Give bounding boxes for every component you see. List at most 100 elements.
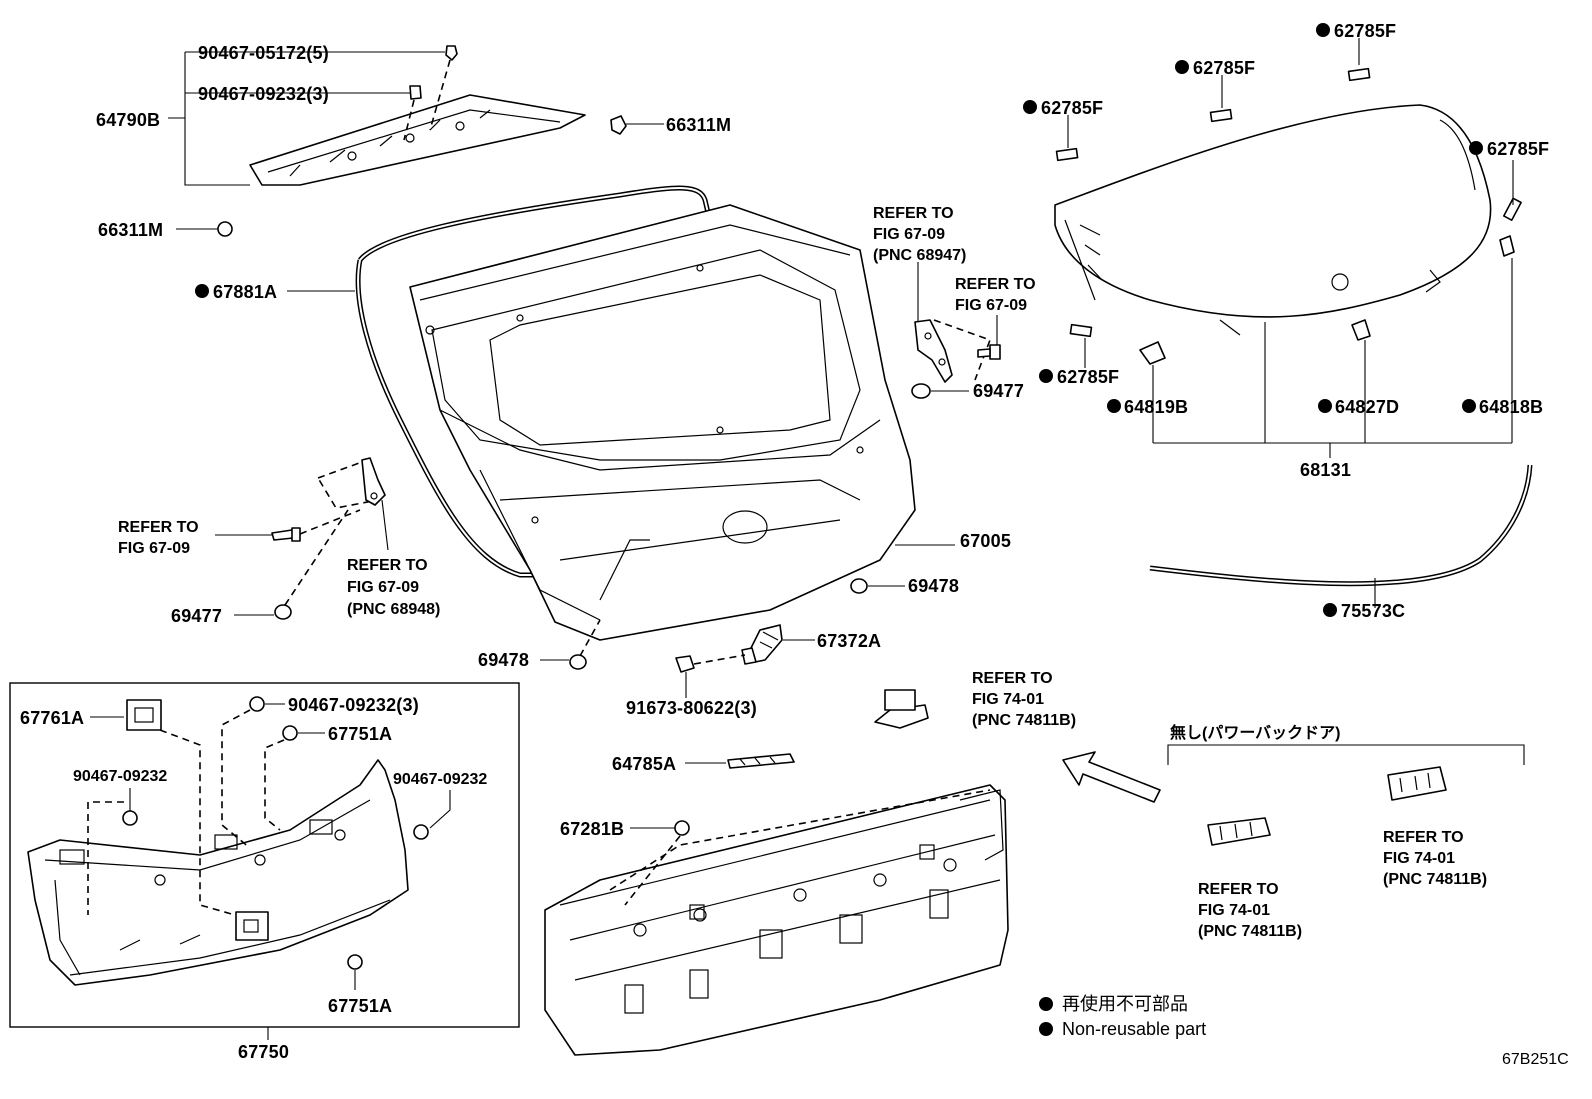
moulding-strip	[1149, 464, 1533, 587]
striker-icon	[727, 753, 795, 769]
refer-label: (PNC 68948)	[347, 601, 440, 618]
spacer-pad-icon	[1209, 108, 1233, 123]
part-label: 67751A	[328, 724, 392, 744]
clip-icon	[409, 85, 422, 100]
refer-label: (PNC 74811B)	[972, 712, 1076, 729]
bolt-icon	[977, 344, 1001, 360]
part-label: 62785F	[1057, 367, 1119, 387]
hinge-bracket	[914, 319, 953, 383]
bolt-icon	[271, 527, 301, 542]
clip-icon	[413, 824, 429, 840]
part-label: 67281B	[560, 819, 624, 839]
part-label: 67372A	[817, 631, 881, 651]
legend-en: Non-reusable part	[1062, 1019, 1206, 1039]
refer-label: REFER TO	[873, 205, 954, 222]
spacer-pad-icon	[1069, 323, 1093, 338]
refer-label: REFER TO	[118, 519, 199, 536]
glass-bracket-icon	[1139, 341, 1166, 365]
part-label: 68131	[1300, 460, 1351, 480]
part-label: 90467-09232	[73, 768, 167, 785]
bolt-icon	[675, 655, 695, 673]
part-label: 62785F	[1487, 139, 1549, 159]
note-label: 無し(パワーバックドア)	[1170, 723, 1341, 742]
refer-label: FIG 67-09	[347, 579, 419, 596]
refer-label: (PNC 68947)	[873, 247, 966, 264]
stopper-icon	[911, 383, 931, 399]
upper-trim-cover	[249, 94, 586, 186]
part-label: 90467-09232(3)	[288, 695, 419, 715]
arrow-icon	[1062, 751, 1161, 803]
stopper-icon	[274, 604, 292, 620]
legend-dot	[1039, 997, 1053, 1011]
legend-jp: 再使用不可部品	[1062, 994, 1188, 1014]
part-label: 62785F	[1193, 58, 1255, 78]
part-label: 69478	[478, 650, 529, 670]
part-label: 64785A	[612, 754, 676, 774]
lower-trim-cover	[27, 759, 409, 986]
stopper-icon	[850, 578, 868, 594]
part-label: 69477	[171, 606, 222, 626]
glass-bracket-icon	[1499, 235, 1515, 257]
part-label: 90467-05172(5)	[198, 43, 329, 63]
switch-icon	[1207, 817, 1271, 846]
clip-icon	[445, 45, 458, 61]
latch-icon	[741, 624, 783, 665]
weatherstrip	[355, 185, 715, 578]
inner-door-panel	[544, 784, 1009, 1056]
refer-label: REFER TO	[972, 670, 1053, 687]
part-label: 64790B	[96, 110, 160, 130]
part-label: 67761A	[20, 708, 84, 728]
part-label: 66311M	[98, 220, 163, 240]
refer-label: FIG 74-01	[1198, 902, 1270, 919]
part-label: 67005	[960, 531, 1011, 551]
subassembly-box	[9, 682, 520, 1028]
part-label: 64819B	[1124, 397, 1188, 417]
clip-icon	[122, 810, 138, 826]
spacer-pad-icon	[1502, 197, 1522, 221]
part-label: 62785F	[1334, 21, 1396, 41]
cover-plate-icon	[235, 911, 269, 941]
switch-icon	[874, 689, 929, 729]
clip-icon	[249, 696, 265, 712]
refer-label: REFER TO	[347, 557, 428, 574]
part-label: 64827D	[1335, 397, 1399, 417]
box-label: 67750	[238, 1042, 289, 1062]
cap-icon	[674, 820, 690, 836]
refer-label: REFER TO	[1198, 881, 1279, 898]
clip-icon	[610, 115, 627, 135]
clip-icon	[347, 954, 363, 970]
part-label: 75573C	[1341, 601, 1405, 621]
back-window-glass	[1054, 104, 1492, 336]
part-label: 90467-09232	[393, 771, 487, 788]
part-label: 66311M	[666, 115, 731, 135]
refer-label: FIG 67-09	[955, 297, 1027, 314]
part-label: 62785F	[1041, 98, 1103, 118]
back-door-panel	[409, 204, 916, 641]
part-label: 91673-80622(3)	[626, 698, 757, 718]
part-label: 67751A	[328, 996, 392, 1016]
refer-label: REFER TO	[955, 276, 1036, 293]
refer-label: FIG 74-01	[972, 691, 1044, 708]
refer-label: (PNC 74811B)	[1198, 923, 1302, 940]
refer-label: FIG 74-01	[1383, 850, 1455, 867]
figure-id: 67B251C	[1502, 1051, 1569, 1068]
part-label: 67881A	[213, 282, 277, 302]
refer-label: (PNC 74811B)	[1383, 871, 1487, 888]
refer-label: REFER TO	[1383, 829, 1464, 846]
clip-icon	[282, 725, 298, 741]
part-label: 69477	[973, 381, 1024, 401]
part-label: 64818B	[1479, 397, 1543, 417]
legend-dot	[1039, 1022, 1053, 1036]
refer-label: FIG 67-09	[873, 226, 945, 243]
clip-icon	[217, 221, 233, 237]
stopper-icon	[569, 654, 587, 670]
part-label: 90467-09232(3)	[198, 84, 329, 104]
hinge-bracket	[316, 457, 386, 509]
part-label: 69478	[908, 576, 959, 596]
spacer-pad-icon	[1055, 147, 1079, 162]
refer-label: FIG 67-09	[118, 540, 190, 557]
cover-plate-icon	[126, 699, 162, 731]
spacer-pad-icon	[1347, 67, 1371, 82]
glass-bracket-icon	[1351, 319, 1371, 341]
